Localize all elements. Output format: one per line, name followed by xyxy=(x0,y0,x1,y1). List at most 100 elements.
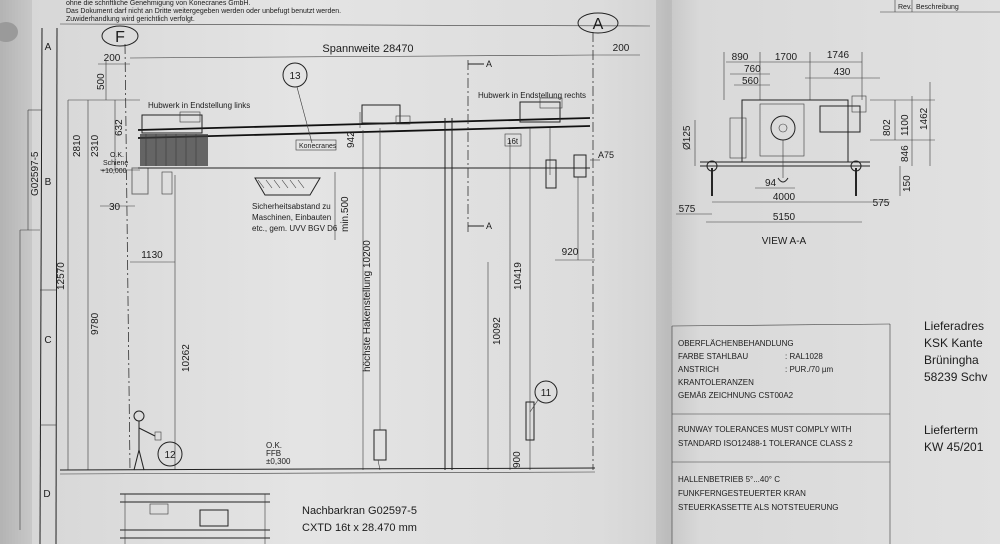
delivery-line-6: KW 45/201 xyxy=(924,440,984,454)
label-hubwerk-rechts: Hubwerk in Endstellung rechts xyxy=(478,91,586,100)
neighbor-crane xyxy=(120,493,270,544)
dim-94: 94 xyxy=(765,178,777,189)
frame-row-a: A xyxy=(45,42,52,53)
grid-axes: F A xyxy=(101,12,619,471)
binder-shadow xyxy=(0,0,32,544)
dim-d125: Ø125 xyxy=(682,125,693,150)
grid-balloon-a xyxy=(577,12,619,34)
page-fold xyxy=(656,0,672,544)
grid-balloon-f xyxy=(101,25,139,47)
spec-line-9: FUNKFERNGESTEUERTER KRAN xyxy=(678,489,806,498)
label-ok-schiene-2: Schiene xyxy=(103,160,128,167)
spec-line-8: HALLENBETRIEB 5°...40° C xyxy=(678,475,780,484)
left-hoist-trolley: Hubwerk in Endstellung links O.K. Schien… xyxy=(101,101,250,195)
delivery-line-4: 58239 Schv xyxy=(924,370,987,384)
delivery-line-3: Brüningha xyxy=(924,353,979,367)
svg-text:11: 11 xyxy=(541,388,552,399)
spec-line-4: KRANTOLERANZEN xyxy=(678,378,754,387)
section-a-bottom: A xyxy=(486,221,492,231)
svg-text:13: 13 xyxy=(289,71,301,82)
frame-row-b: B xyxy=(45,177,52,188)
label-konecranes: Konecranes xyxy=(299,143,337,150)
dim-575-left: 575 xyxy=(679,204,696,215)
svg-text:12: 12 xyxy=(164,450,176,461)
dim-802: 802 xyxy=(882,119,893,136)
dim-890: 890 xyxy=(732,52,749,63)
header-line-3: Zuwiderhandlung wird gerichtlich verfolg… xyxy=(66,16,195,23)
dim-760: 760 xyxy=(744,64,761,75)
balloon-12: 12 xyxy=(157,441,183,467)
dim-900: 900 xyxy=(512,451,523,468)
dim-200-right: 200 xyxy=(613,43,630,54)
dim-1130: 1130 xyxy=(141,250,163,261)
dim-5150: 5150 xyxy=(773,212,796,223)
operator-figure xyxy=(133,410,162,471)
label-hook-height: höchste Hakenstellung 10200 xyxy=(362,240,373,372)
dim-1462: 1462 xyxy=(919,107,930,130)
spec-line-2: FARBE STAHLBAU xyxy=(678,352,748,361)
dim-2810: 2810 xyxy=(72,134,83,157)
section-markers: A A xyxy=(467,59,492,232)
spec-line-2-value: : RAL1028 xyxy=(785,352,823,361)
revision-table: Rev. Beschreibung xyxy=(880,0,1000,13)
doc-number: G02597-5 xyxy=(30,151,41,196)
label-ok-ffb-3: ±0,300 xyxy=(266,457,291,466)
delivery-block: Lieferadres KSK Kante Brüningha 58239 Sc… xyxy=(924,319,987,454)
crane-girder xyxy=(137,112,591,470)
dim-1100: 1100 xyxy=(900,114,911,136)
dim-942: 942 xyxy=(346,131,357,148)
neighbor-crane-line-2: CXTD 16t x 28.470 mm xyxy=(302,522,417,534)
description-header: Beschreibung xyxy=(916,4,959,11)
punch-hole xyxy=(0,22,18,42)
spec-line-7: STANDARD ISO12488-1 TOLERANCE CLASS 2 xyxy=(678,439,853,448)
label-safety-3: etc., gem. UVV BGV D6 xyxy=(252,224,338,233)
right-hoist-trolley: Hubwerk in Endstellung rechts 16t A75 92… xyxy=(478,91,614,470)
label-safety-1: Sicherheitsabstand zu xyxy=(252,202,331,211)
header-line-2: Das Dokument darf nicht an Dritte weiter… xyxy=(66,8,341,15)
label-16t: 16t xyxy=(507,137,519,146)
dim-a75: A75 xyxy=(598,150,614,160)
dim-10092: 10092 xyxy=(492,317,503,345)
spec-line-5: GEMÄß ZEICHNUNG CST00A2 xyxy=(678,391,794,400)
delivery-line-5: Lieferterm xyxy=(924,423,978,437)
cable-festoon xyxy=(140,134,208,166)
spec-line-10: STEUERKASSETTE ALS NOTSTEUERUNG xyxy=(678,503,838,512)
middle-hoist: 942 höchste Hakenstellung 10200 xyxy=(346,104,411,471)
spec-block: OBERFLÄCHENBEHANDLUNG FARBE STAHLBAU : R… xyxy=(671,323,891,544)
dim-4000: 4000 xyxy=(773,192,796,203)
top-dimensions: 200 Spannweite 28470 200 xyxy=(98,43,640,65)
neighbor-crane-line-1: Nachbarkran G02597-5 xyxy=(302,505,417,517)
balloon-11: 11 xyxy=(529,380,558,413)
rev-header: Rev. xyxy=(898,4,912,11)
label-hubwerk-links: Hubwerk in Endstellung links xyxy=(148,101,250,110)
dim-632: 632 xyxy=(114,119,125,136)
spec-line-3: ANSTRICH xyxy=(678,365,719,374)
dim-430: 430 xyxy=(834,67,851,78)
dim-30: 30 xyxy=(109,202,121,213)
dim-1746: 1746 xyxy=(827,50,850,61)
dim-10419: 10419 xyxy=(513,262,524,290)
konecranes-label-box xyxy=(295,139,337,151)
label-ok-schiene-1: O.K. xyxy=(110,152,124,159)
dim-min500: min.500 xyxy=(340,196,351,232)
left-dimensions: 500 632 2310 2810 12570 9780 30 1130 102… xyxy=(56,60,192,470)
balloon-13: 13 xyxy=(282,62,313,144)
header-line-1: ohne die schriftliche Genehmigung von Ko… xyxy=(66,0,250,7)
frame-row-d: D xyxy=(43,489,50,500)
grid-label-a: A xyxy=(593,16,604,33)
label-ok-ffb-2: FFB xyxy=(266,449,281,458)
dim-10262: 10262 xyxy=(181,344,192,372)
dim-span: Spannweite 28470 xyxy=(322,43,413,55)
dim-12570: 12570 xyxy=(56,262,67,290)
floor-line xyxy=(59,467,596,475)
drawing-frame: A B C D G02597-5 xyxy=(19,27,58,544)
label-safety-2: Maschinen, Einbauten xyxy=(252,213,331,222)
dim-575-right: 575 xyxy=(873,198,890,209)
dim-150: 150 xyxy=(902,175,913,192)
delivery-line-2: KSK Kante xyxy=(924,336,983,350)
dim-2310: 2310 xyxy=(90,134,101,157)
dim-846: 846 xyxy=(900,145,911,162)
dim-920: 920 xyxy=(562,247,579,258)
view-aa-title: VIEW A-A xyxy=(762,236,807,247)
